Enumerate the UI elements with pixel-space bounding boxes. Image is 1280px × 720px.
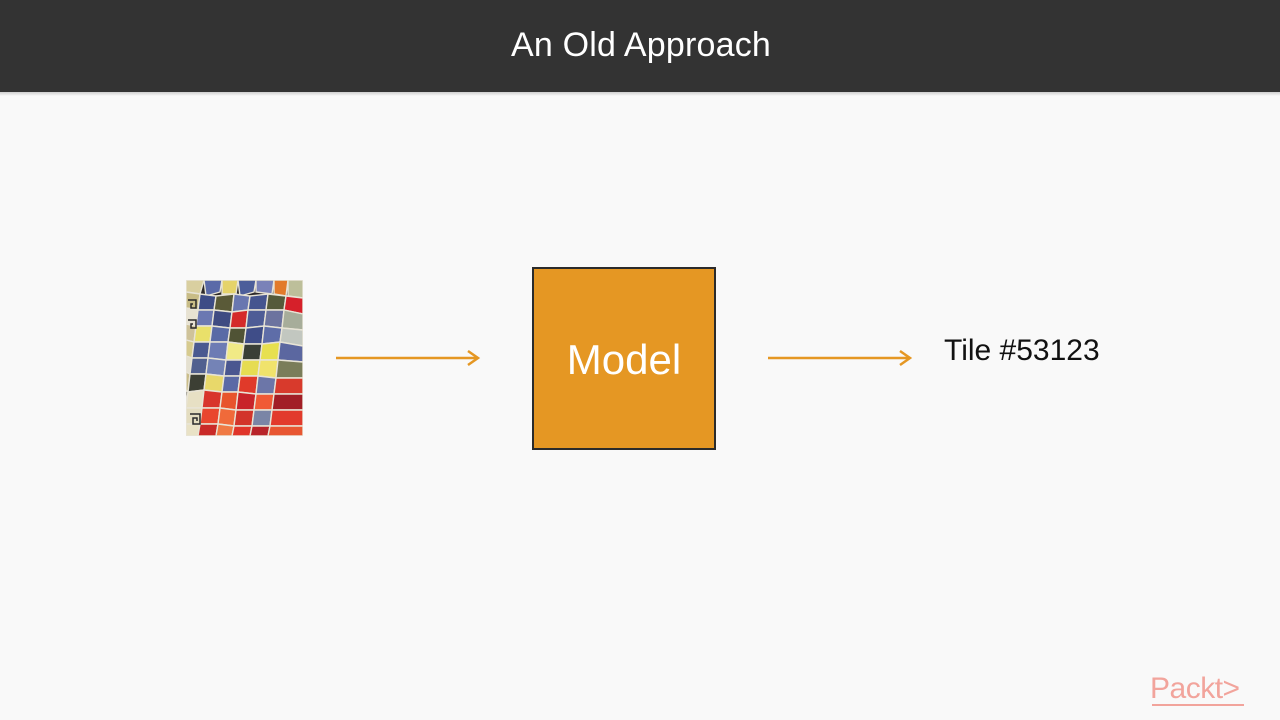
packt-logo: Packt> — [1150, 672, 1240, 705]
model-label: Model — [566, 335, 682, 383]
output-label: Tile #53123 — [944, 334, 1100, 367]
header-shadow — [0, 92, 1280, 96]
mosaic-tile-photo-icon — [186, 280, 303, 436]
arrow-right-icon — [336, 349, 481, 367]
slide-header: An Old Approach — [0, 0, 1280, 92]
arrow-right-icon — [768, 349, 913, 367]
model-box: Model — [532, 267, 716, 450]
slide-title: An Old Approach — [510, 25, 772, 64]
logo-underline — [1152, 704, 1244, 706]
